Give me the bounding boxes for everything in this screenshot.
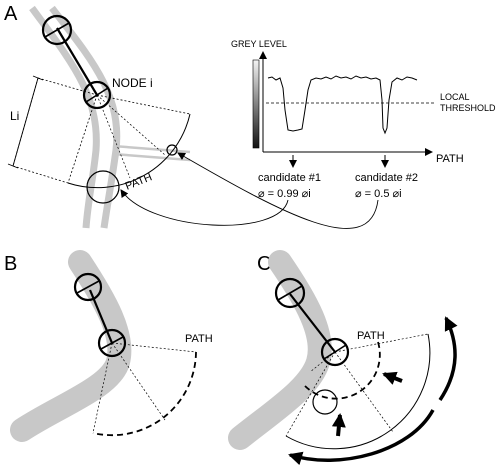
search-arc-c-inner [304,341,381,400]
path-label-a: PATH [124,171,154,193]
radial-probe-lines [96,94,166,179]
length-tick-bottom [7,163,19,169]
candidate-circle-2 [166,144,178,156]
node-previous [41,14,73,46]
candidate-circle-1 [86,170,120,204]
length-line [12,77,39,167]
panel-b-letter: B [4,253,17,275]
sweep-arrow-down [288,409,435,466]
candidate-1-diameter: ⌀ = 0.99 ⌀i [258,188,311,200]
path-label-b: PATH [185,333,213,345]
search-sector-b [92,342,197,434]
candidate-circle-c [312,389,338,415]
x-axis-label: PATH [436,153,464,165]
node-previous-b [73,272,103,302]
panel-c: C PATH [228,250,458,466]
candidate-2-name: candidate #2 [355,172,418,184]
search-sector-boundary-2 [67,94,98,184]
search-sector-c [285,333,429,437]
search-arc [67,113,191,189]
vessel-c [228,250,332,450]
candidate-2-mapping-arrow [177,152,379,229]
panel-a: A NODE i Li PATH G [4,3,496,229]
candidate-1-mapping-arrow [120,189,289,226]
grey-scale-bar [252,59,260,149]
candidate-1-name: candidate #1 [258,172,321,184]
expansion-arrow-right [382,371,403,385]
length-label: Li [10,109,19,123]
vessel-wall-right [49,5,121,229]
path-label-c: PATH [357,330,385,342]
panel-c-letter: C [257,253,271,275]
sweep-arrow-up [438,316,458,401]
search-arc-b [92,351,197,437]
search-arc-c-outer [285,333,431,450]
expansion-arrow-bottom [331,413,346,437]
grey-level-plot: GREY LEVEL PATH LOCAL THRESHOLD [231,39,496,168]
node-i-label: NODE i [112,76,153,90]
vessel-b [10,250,132,442]
grey-level-profile [267,75,418,135]
panel-b: B PATH [4,250,213,442]
length-tick-top [32,75,44,81]
y-axis-label: GREY LEVEL [231,39,287,49]
threshold-label-line2: THRESHOLD [440,103,496,113]
panel-a-letter: A [4,3,18,25]
node-previous-c [274,277,306,309]
vessel-wall-left [29,5,100,229]
candidate-2-diameter: ⌀ = 0.5 ⌀i [355,188,402,200]
threshold-label-line1: LOCAL [440,92,470,102]
